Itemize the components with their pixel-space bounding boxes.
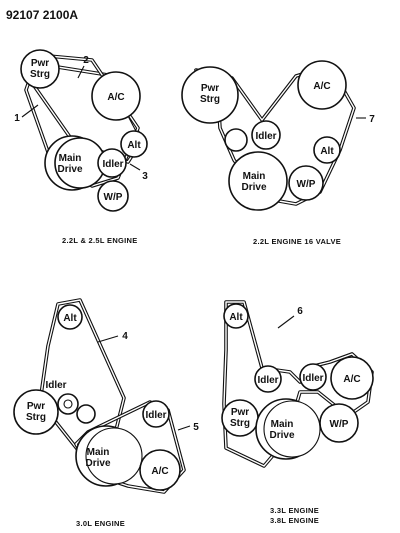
pulley-label: Idler [302,373,323,384]
pulley-label-idler: Idler [45,380,66,391]
pulley-label: Alt [229,312,243,323]
pulley-label: Idler [145,410,166,421]
pulley-label: W/P [104,192,123,203]
pulley-tensioner [57,393,96,424]
pulley-idler: Idler [251,120,281,150]
pulley-label: Alt [320,146,334,157]
svg-text:2: 2 [83,55,89,66]
svg-text:6: 6 [297,306,303,317]
pulley-w-p: W/P [97,180,129,212]
pulley-idler-right: Idler [142,400,170,428]
callout-5: 5 [177,422,199,433]
accessory-belt [194,64,356,206]
pulley-alt: Alt [120,130,148,158]
pulley-alt: Alt [313,136,341,164]
panel-caption-line-2: 3.8L ENGINE [270,516,319,525]
panel-caption: 2.2L ENGINE 16 VALVE [253,237,341,246]
pulley-a-c: A/C [139,449,181,491]
svg-text:1: 1 [14,113,20,124]
callout-3: 3 [129,163,148,182]
pulley-idler-left: Idler [254,365,282,393]
accessory-belt [222,300,374,468]
pulley-alt: Alt [223,303,249,329]
pulley-idler-right: Idler [299,363,327,391]
pulley-small-idler [224,128,248,152]
callout-4: 4 [97,331,128,343]
document-id: 92107 2100A [6,8,78,22]
panel-caption-line-1: 3.3L ENGINE [270,506,319,515]
svg-text:4: 4 [122,331,128,342]
pulley-label: A/C [343,374,360,385]
pulley-label: Alt [63,313,77,324]
pulley-label: Idler [102,159,123,170]
callout-6: 6 [277,306,303,329]
accessory-belt-outer [24,53,140,188]
pulley-a-c: A/C [91,71,141,121]
pulley-label: Idler [257,375,278,386]
panel-caption: 3.0L ENGINE [76,519,125,528]
pulley-label: Alt [127,140,141,151]
svg-text:3: 3 [142,171,148,182]
svg-text:5: 5 [193,422,199,433]
pulley-label: A/C [151,466,168,477]
callout-2: 2 [77,55,89,79]
pulley-w-p: W/P [319,403,359,443]
pulley-label: W/P [297,179,316,190]
pulley-alt: Alt [57,304,83,330]
callout-1: 1 [14,104,39,124]
pulley-a-c: A/C [330,356,374,400]
pulley-label: A/C [107,92,124,103]
pulley-w-p: W/P [288,165,324,201]
pulley-label: A/C [313,81,330,92]
pulley-idler: Idler [97,148,127,178]
pulley-a-c: A/C [297,60,347,110]
pulley-label: W/P [330,419,349,430]
callout-7: 7 [356,114,375,125]
svg-text:7: 7 [369,114,375,125]
panel-caption: 2.2L & 2.5L ENGINE [62,236,138,245]
pulley-label: Idler [255,131,276,142]
